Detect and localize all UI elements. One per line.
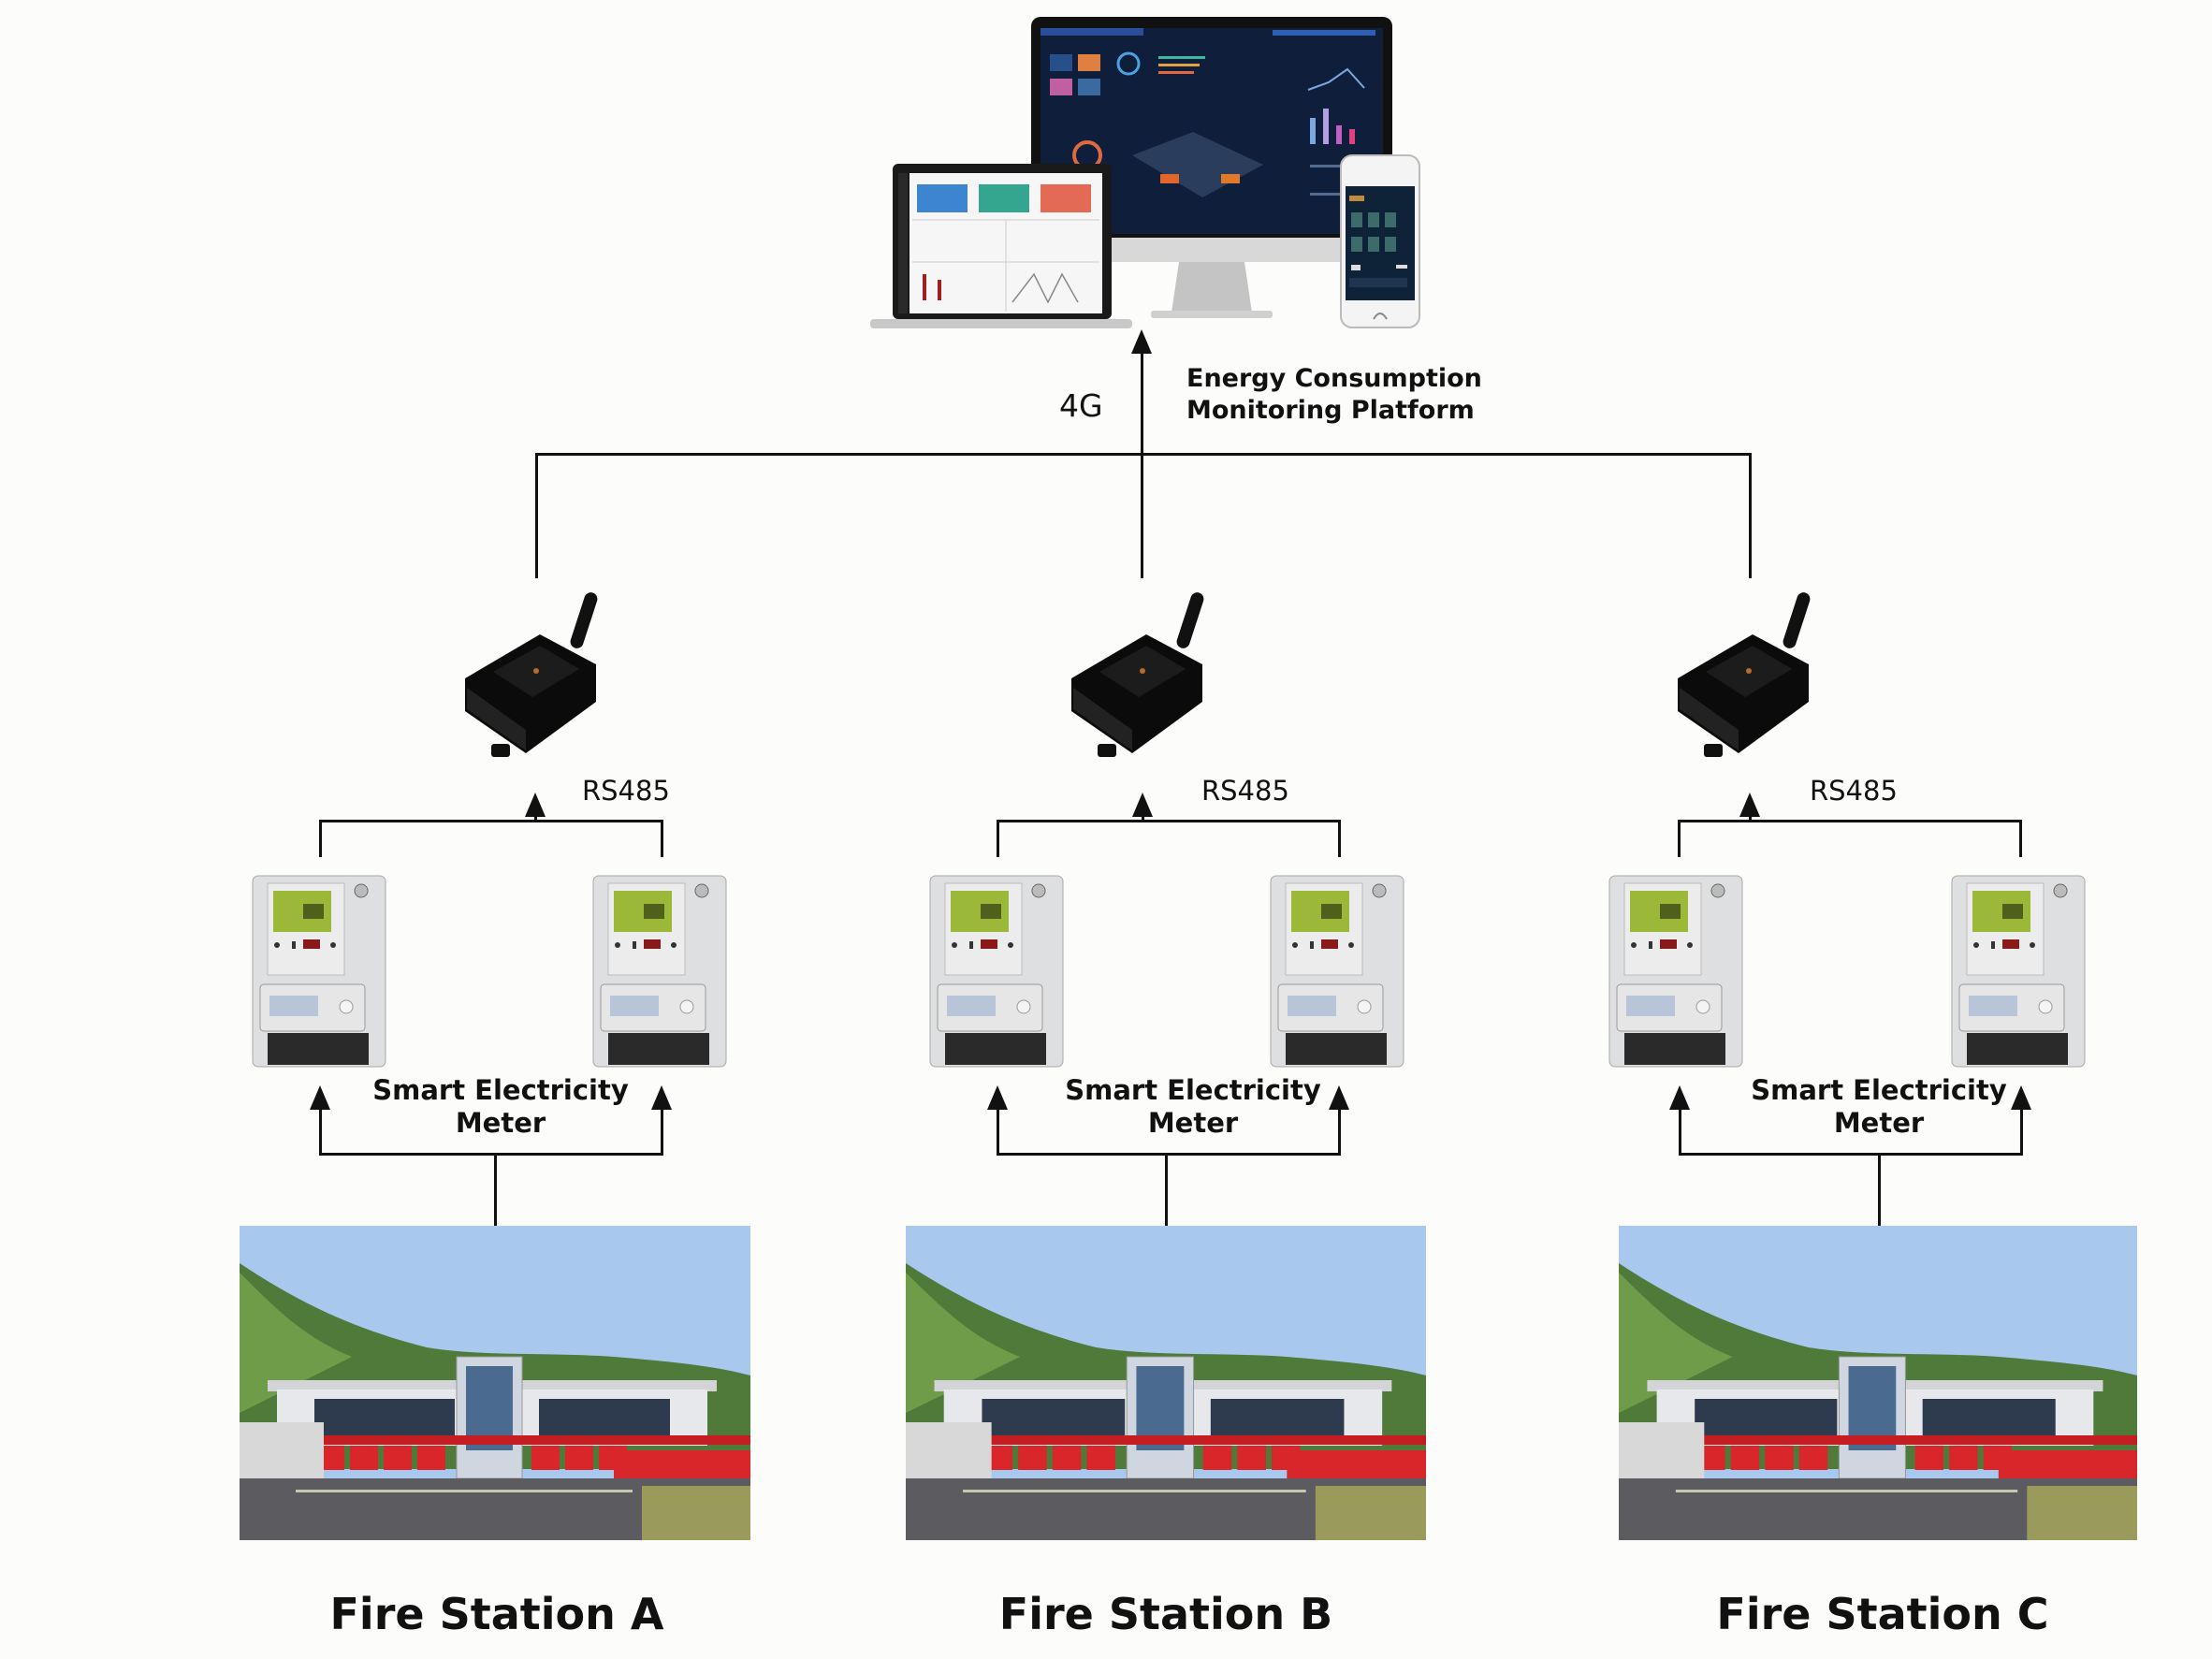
feed-stem [494, 1153, 497, 1226]
uplink-label-4g: 4G [1059, 387, 1103, 424]
fire-station-photo [240, 1226, 750, 1540]
smart-meter [1267, 874, 1407, 1069]
meter-arrowhead-right [651, 1085, 672, 1110]
rs485-stem [1142, 814, 1144, 822]
uplink-stem [1141, 346, 1143, 578]
feed-left [1679, 1108, 1681, 1155]
meter-label-line2: Meter [455, 1107, 546, 1139]
feed-bus [319, 1153, 663, 1156]
smartphone [1340, 154, 1420, 328]
rs485-bus [319, 820, 663, 822]
meter-label-line1: Smart Electricity [372, 1074, 629, 1106]
meter-label-line2: Meter [1147, 1107, 1239, 1139]
gateway-4g-dtu [456, 589, 615, 763]
feed-left [319, 1108, 322, 1155]
feed-right [661, 1108, 663, 1155]
station-name: Fire Station C [1716, 1589, 2049, 1639]
feed-right [1338, 1108, 1341, 1155]
smart-meter [926, 874, 1067, 1069]
laptop [870, 164, 1132, 332]
rs485-drop-right [1338, 820, 1341, 857]
smart-meter [589, 874, 730, 1069]
feed-bus [997, 1153, 1341, 1156]
uplink-arrowhead [1131, 329, 1152, 354]
fire-station-photo [906, 1226, 1426, 1540]
smart-meter [249, 874, 389, 1069]
rs485-drop-left [1678, 820, 1681, 857]
rs485-arrowhead [525, 793, 546, 817]
meter-label-line1: Smart Electricity [1065, 1074, 1321, 1106]
platform-label-line2: Monitoring Platform [1186, 396, 1475, 425]
backbone-drop-a [535, 453, 538, 578]
rs485-drop-left [997, 820, 999, 857]
backbone-drop-c [1749, 453, 1752, 578]
meter-arrowhead-left [310, 1085, 330, 1110]
rs485-stem [534, 814, 537, 822]
rs485-label: RS485 [1810, 775, 1898, 807]
platform-label-line1: Energy Consumption [1186, 364, 1482, 393]
rs485-arrowhead [1739, 793, 1760, 817]
feed-right [2020, 1108, 2023, 1155]
rs485-bus [997, 820, 1341, 822]
smart-meter [1606, 874, 1746, 1069]
rs485-drop-left [319, 820, 322, 857]
feed-stem [1165, 1153, 1168, 1226]
meter-arrowhead-right [2011, 1085, 2031, 1110]
feed-stem [1878, 1153, 1881, 1226]
fire-station-photo [1619, 1226, 2137, 1540]
station-name: Fire Station B [998, 1589, 1333, 1639]
feed-bus [1679, 1153, 2023, 1156]
meter-arrowhead-left [987, 1085, 1008, 1110]
gateway-4g-dtu [1062, 589, 1221, 763]
rs485-drop-right [2019, 820, 2022, 857]
smart-meter [1948, 874, 2088, 1069]
meter-label-line2: Meter [1833, 1107, 1925, 1139]
rs485-arrowhead [1132, 793, 1153, 817]
station-name: Fire Station A [329, 1589, 664, 1639]
desktop-monitor [1029, 15, 1394, 324]
rs485-label: RS485 [582, 775, 670, 807]
rs485-stem [1749, 814, 1752, 822]
gateway-4g-dtu [1668, 589, 1827, 763]
rs485-label: RS485 [1201, 775, 1289, 807]
backbone-line [535, 453, 1752, 456]
rs485-bus [1678, 820, 2022, 822]
feed-left [997, 1108, 999, 1155]
rs485-drop-right [661, 820, 663, 857]
meter-arrowhead-left [1669, 1085, 1690, 1110]
meter-arrowhead-right [1329, 1085, 1349, 1110]
meter-label-line1: Smart Electricity [1751, 1074, 2007, 1106]
